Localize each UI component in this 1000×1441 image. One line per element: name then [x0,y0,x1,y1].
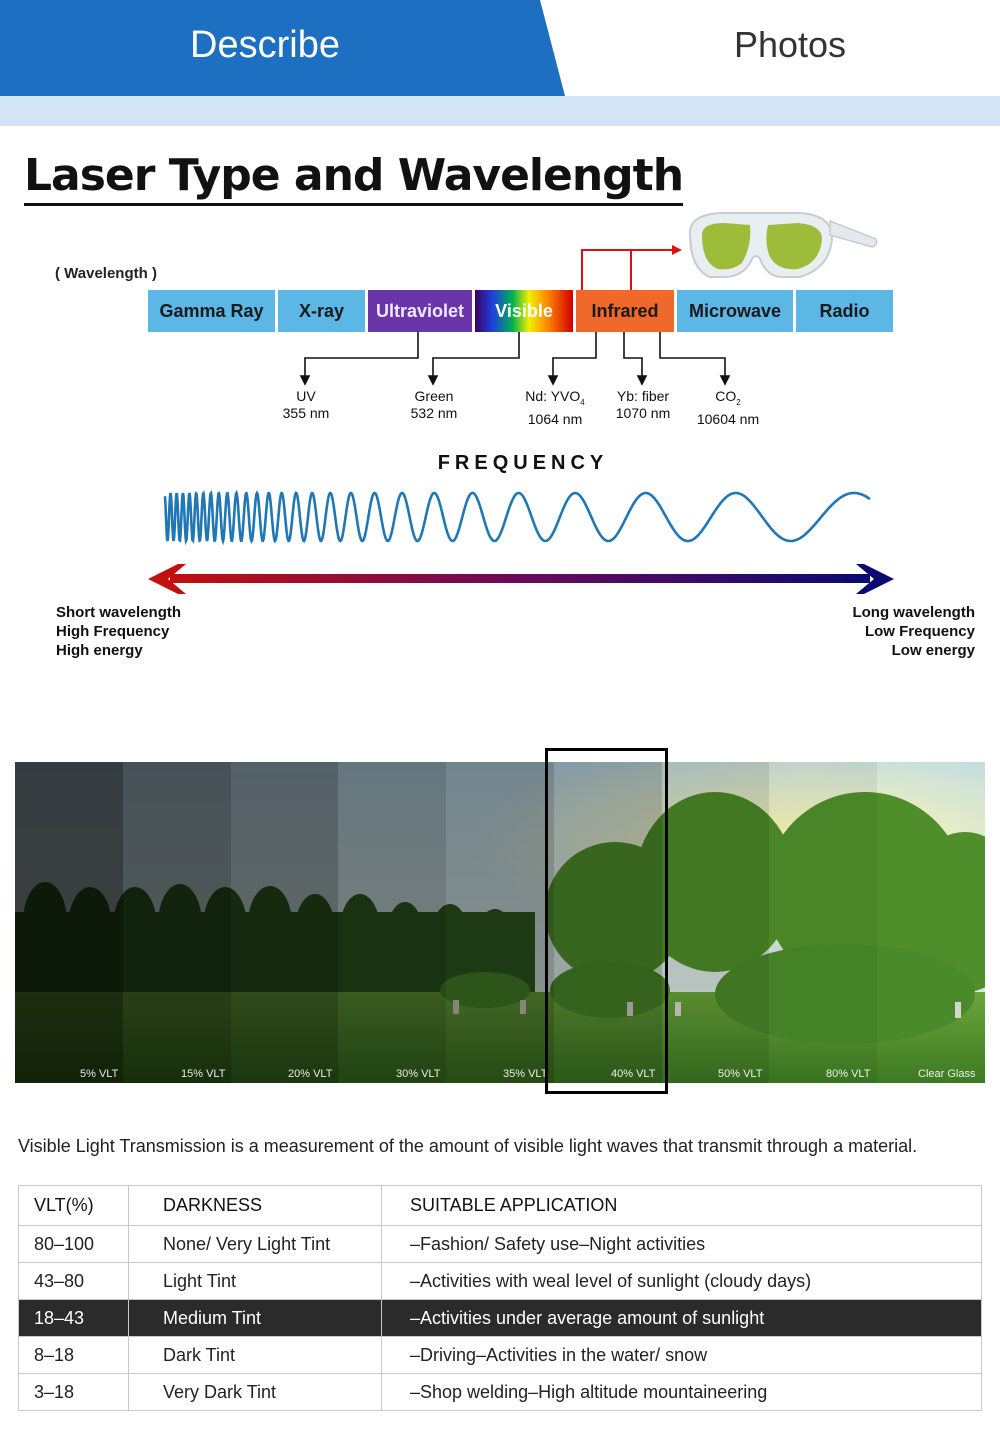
cell-vlt: 80–100 [18,1225,129,1263]
vlt-label-40: 40% VLT [611,1068,656,1080]
vlt-label-15: 15% VLT [181,1068,226,1080]
cell-application: –Driving–Activities in the water/ snow [381,1336,982,1374]
cell-application: –Activities with weal level of sunlight … [381,1262,982,1300]
laser-label-co2: CO2 10604 nm [686,388,770,428]
vlt-table: VLT(%) DARKNESS SUITABLE APPLICATION 80–… [18,1185,982,1411]
short-line: High Frequency [56,623,170,640]
cell-darkness: Very Dark Tint [128,1373,382,1411]
table-header-row: VLT(%) DARKNESS SUITABLE APPLICATION [18,1185,982,1226]
table-row-highlighted: 18–43 Medium Tint –Activities under aver… [18,1299,982,1337]
laser-name: Green [414,388,454,404]
cell-application: –Shop welding–High altitude mountaineeri… [381,1373,982,1411]
short-line: High energy [56,642,143,659]
table-row: 43–80 Light Tint –Activities with weal l… [18,1262,982,1300]
cell-application: –Activities under average amount of sunl… [381,1299,982,1337]
laser-value: 1070 nm [615,405,671,421]
header-darkness: DARKNESS [128,1185,382,1226]
page-title: Laser Type and Wavelength [24,150,684,206]
laser-value: 10604 nm [696,410,760,427]
vlt-label-5: 5% VLT [80,1068,119,1080]
vlt-description: Visible Light Transmission is a measurem… [18,1136,918,1156]
vlt-label-20: 20% VLT [288,1068,333,1080]
vlt-label-50: 50% VLT [718,1068,763,1080]
table-row: 80–100 None/ Very Light Tint –Fashion/ S… [18,1225,982,1263]
header-vlt: VLT(%) [18,1185,129,1226]
cell-vlt: 3–18 [18,1373,129,1411]
band-visible: Visible [475,290,573,332]
cell-vlt: 43–80 [18,1262,129,1300]
tab-describe-label[interactable]: Describe [190,24,340,66]
laser-name: UV [296,388,316,404]
band-microwave: Microwave [677,290,793,332]
long-line: Long wavelength [852,604,975,621]
laser-subscript: 4 [580,397,585,407]
park-scene [15,762,985,1083]
tab-describe[interactable] [0,0,565,96]
band-ultraviolet: Ultraviolet [368,290,472,332]
laser-name: Nd: YVO [525,388,581,404]
cell-darkness: Light Tint [128,1262,382,1300]
cell-darkness: None/ Very Light Tint [128,1225,382,1263]
tab-strip [0,96,1000,126]
laser-value: 1064 nm [527,410,583,427]
short-wavelength-text: Short wavelength High Frequency High ene… [56,603,181,660]
laser-label-green: Green 532 nm [394,388,474,422]
header-application: SUITABLE APPLICATION [381,1185,982,1226]
table-row: 8–18 Dark Tint –Driving–Activities in th… [18,1336,982,1374]
tab-bar: Describe Photos [0,0,1000,96]
laser-name: CO [715,388,737,404]
frequency-wave [163,489,871,546]
frequency-title: FREQUENCY [437,452,609,474]
laser-goggles-image [688,212,878,278]
cell-vlt: 18–43 [18,1299,129,1337]
cell-application: –Fashion/ Safety use–Night activities [381,1225,982,1263]
cell-vlt: 8–18 [18,1336,129,1374]
wavelength-caption: ( Wavelength ) [55,265,157,282]
vlt-comparison-photo [15,762,985,1083]
long-line: Low energy [891,642,975,659]
laser-subscript: 2 [736,397,741,407]
table-row: 3–18 Very Dark Tint –Shop welding–High a… [18,1373,982,1411]
band-infrared: Infrared [576,290,674,332]
laser-label-nd-yvo4: Nd: YVO4 1064 nm [510,388,600,428]
tab-photos[interactable]: Photos [733,24,847,65]
laser-value: 532 nm [410,405,458,421]
vlt-label-35: 35% VLT [503,1068,548,1080]
short-line: Short wavelength [56,604,182,621]
long-line: Low Frequency [864,623,975,640]
laser-connector-lines [299,332,731,386]
infrared-to-goggles-arrow [581,245,682,290]
laser-label-yb-fiber: Yb: fiber 1070 nm [601,388,685,422]
vlt-label-30: 30% VLT [396,1068,441,1080]
vlt-label-clear-glass: Clear Glass [918,1068,976,1080]
laser-name: Yb: fiber [616,388,670,404]
band-x-ray: X-ray [278,290,365,332]
band-radio: Radio [796,290,893,332]
cell-darkness: Medium Tint [128,1299,382,1337]
wavelength-gradient-arrow [148,564,894,594]
band-gamma-ray: Gamma Ray [148,290,275,332]
long-wavelength-text: Long wavelength Low Frequency Low energy [852,603,975,660]
vlt-label-80: 80% VLT [826,1068,871,1080]
selected-vlt-highlight [545,748,668,1094]
cell-darkness: Dark Tint [128,1336,382,1374]
laser-value: 355 nm [282,405,330,421]
laser-label-uv: UV 355 nm [266,388,346,422]
